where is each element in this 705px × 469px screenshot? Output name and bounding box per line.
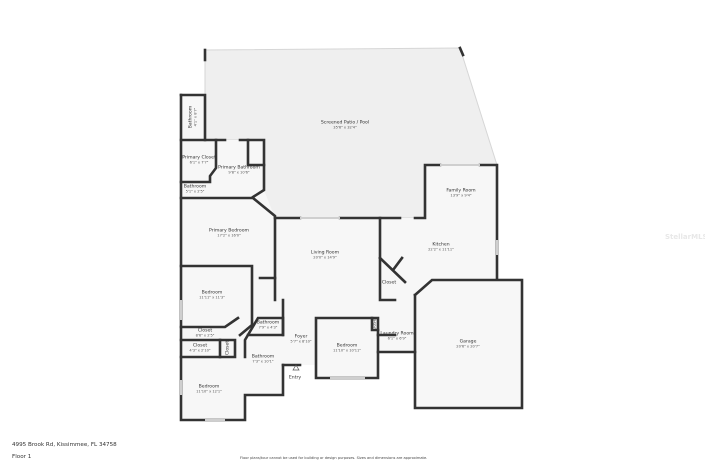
interior-floor [181,95,522,420]
walls [179,46,524,422]
windows [180,164,498,421]
room-closet-5: Closet [381,280,397,286]
room-entry: Entry [288,375,302,381]
room-closet-3: Closet [225,340,231,356]
address: 4995 Brook Rd, Kissimmee, FL 34758 [12,442,117,448]
floor-label: Floor 1 [12,454,32,460]
room-closet-4: Closet [372,316,378,332]
disclaimer: Floor plans/tour cannot be used for buil… [240,456,428,460]
watermark-logo: StellarMLS [665,233,705,241]
entry-icon [292,364,300,371]
